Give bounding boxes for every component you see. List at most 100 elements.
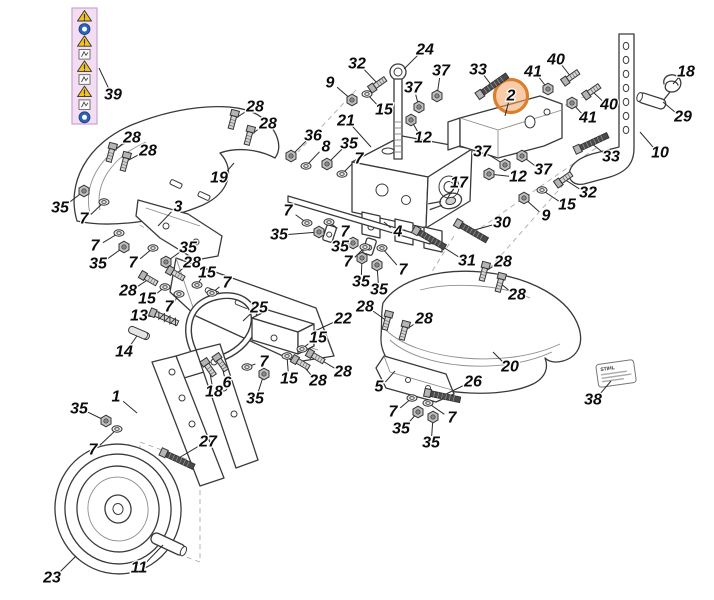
callout-27[interactable]: 27: [197, 432, 219, 452]
callout-15[interactable]: 15: [137, 289, 158, 309]
callout-15[interactable]: 15: [279, 369, 300, 389]
callout-21[interactable]: 21: [335, 111, 356, 131]
fastener-glyph-35: [100, 414, 112, 428]
callout-36[interactable]: 36: [303, 126, 323, 146]
callout-35[interactable]: 35: [269, 225, 290, 245]
callout-35[interactable]: 35: [421, 433, 442, 453]
leader-lines: [58, 54, 680, 574]
callout-30[interactable]: 30: [492, 213, 512, 233]
callout-28[interactable]: 28: [413, 309, 434, 329]
callout-7[interactable]: 7: [282, 201, 295, 221]
callout-12[interactable]: 12: [413, 128, 433, 148]
fastener-glyph-7: [147, 244, 159, 252]
callout-35[interactable]: 35: [339, 134, 360, 154]
callout-38[interactable]: 38: [583, 390, 603, 410]
callout-6[interactable]: 6: [221, 373, 233, 393]
callout-24[interactable]: 24: [414, 40, 435, 60]
callout-28[interactable]: 28: [257, 114, 278, 134]
callout-31[interactable]: 31: [457, 251, 477, 271]
callout-4[interactable]: 4: [391, 222, 404, 242]
callout-15[interactable]: 15: [557, 195, 578, 215]
callout-37[interactable]: 37: [472, 142, 493, 162]
callout-14[interactable]: 14: [114, 342, 134, 362]
callout-39[interactable]: 39: [103, 85, 123, 105]
callout-37[interactable]: 37: [403, 78, 424, 98]
callout-40[interactable]: 40: [545, 50, 566, 70]
callout-9[interactable]: 9: [324, 73, 336, 93]
callout-26[interactable]: 26: [462, 372, 483, 392]
callout-41[interactable]: 41: [522, 62, 543, 82]
callout-7[interactable]: 7: [446, 408, 459, 428]
callout-19[interactable]: 19: [209, 168, 229, 188]
callout-32[interactable]: 32: [347, 54, 367, 74]
callout-28[interactable]: 28: [332, 362, 353, 382]
callout-32[interactable]: 32: [578, 183, 598, 203]
callout-37[interactable]: 37: [431, 61, 452, 81]
callout-7[interactable]: 7: [387, 402, 400, 422]
callout-18[interactable]: 18: [204, 382, 224, 402]
callout-28[interactable]: 28: [137, 141, 158, 161]
leader-line-3: [157, 211, 172, 227]
callout-7[interactable]: 7: [78, 209, 91, 229]
fastener-glyph-12: [483, 167, 495, 181]
callout-35[interactable]: 35: [69, 399, 90, 419]
fastener-glyph-15: [361, 90, 373, 98]
callout-18[interactable]: 18: [676, 62, 696, 82]
callout-15[interactable]: 15: [374, 100, 395, 120]
callout-33[interactable]: 33: [601, 147, 621, 167]
callout-7[interactable]: 7: [89, 236, 102, 256]
leader-line-29: [662, 101, 677, 114]
callout-1[interactable]: 1: [110, 387, 122, 407]
callout-7[interactable]: 7: [342, 252, 355, 272]
callout-9[interactable]: 9: [540, 206, 552, 226]
callout-7[interactable]: 7: [87, 440, 100, 460]
callout-29[interactable]: 29: [672, 107, 693, 127]
callout-35[interactable]: 35: [88, 254, 109, 274]
callout-23[interactable]: 23: [41, 568, 62, 588]
callout-28[interactable]: 28: [492, 252, 513, 272]
callout-5[interactable]: 5: [373, 377, 386, 397]
callout-28[interactable]: 28: [506, 285, 527, 305]
callout-40[interactable]: 40: [598, 95, 619, 115]
callout-7[interactable]: 7: [353, 149, 366, 169]
callout-22[interactable]: 22: [332, 309, 353, 329]
callout-15[interactable]: 15: [197, 263, 218, 283]
callout-8[interactable]: 8: [320, 137, 332, 157]
callout-35[interactable]: 35: [178, 238, 199, 258]
callout-2-highlighted[interactable]: 2: [504, 86, 517, 106]
callout-41[interactable]: 41: [577, 108, 598, 128]
callout-25[interactable]: 25: [248, 298, 270, 318]
callout-28[interactable]: 28: [181, 253, 202, 273]
callout-28[interactable]: 28: [244, 97, 265, 117]
callout-28[interactable]: 28: [307, 371, 328, 391]
callout-7[interactable]: 7: [258, 352, 271, 372]
callout-35[interactable]: 35: [351, 272, 372, 292]
callout-20[interactable]: 20: [499, 357, 520, 377]
callout-33[interactable]: 33: [468, 60, 488, 80]
callout-35[interactable]: 35: [245, 389, 266, 409]
fastener-glyph-7: [336, 170, 348, 178]
callout-37[interactable]: 37: [533, 160, 554, 180]
fastener-glyph-8: [300, 162, 312, 170]
callout-11[interactable]: 11: [129, 558, 148, 578]
callout-35[interactable]: 35: [330, 237, 351, 257]
callout-28[interactable]: 28: [117, 281, 138, 301]
callout-17[interactable]: 17: [449, 173, 470, 193]
callout-7[interactable]: 7: [221, 273, 234, 293]
callout-7[interactable]: 7: [397, 260, 410, 280]
callout-35[interactable]: 35: [50, 198, 71, 218]
callout-35[interactable]: 35: [391, 419, 412, 439]
callout-35[interactable]: 35: [369, 280, 390, 300]
callout-7[interactable]: 7: [339, 222, 352, 242]
fastener-glyph-41: [566, 96, 578, 110]
callout-13[interactable]: 13: [129, 306, 149, 326]
callout-15[interactable]: 15: [308, 328, 329, 348]
callout-7[interactable]: 7: [127, 253, 140, 273]
callout-10[interactable]: 10: [650, 143, 670, 163]
callout-12[interactable]: 12: [508, 167, 528, 187]
callout-7[interactable]: 7: [163, 297, 176, 317]
callout-28[interactable]: 28: [354, 297, 375, 317]
callout-28[interactable]: 28: [121, 128, 142, 148]
callout-3[interactable]: 3: [172, 197, 184, 217]
